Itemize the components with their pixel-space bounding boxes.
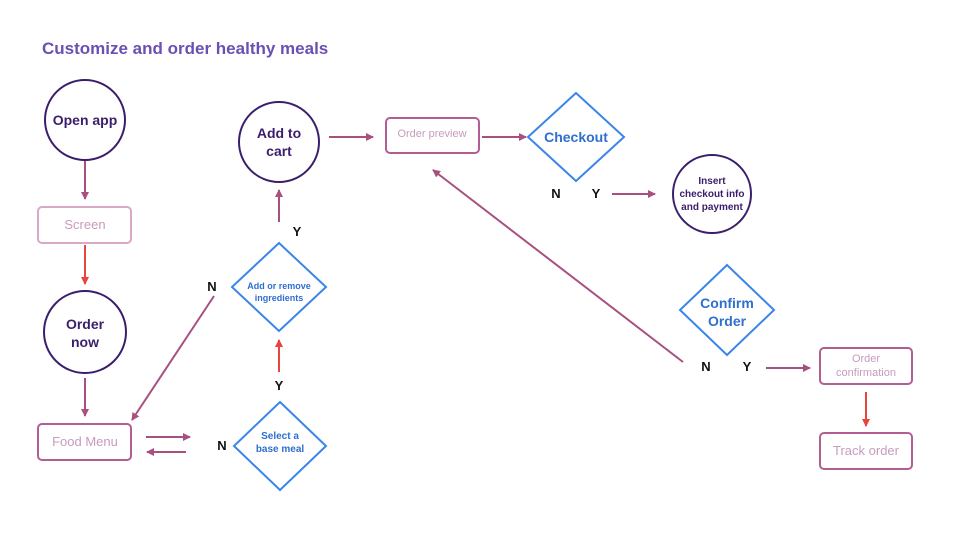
node-track-order: Track order xyxy=(819,432,913,470)
node-food-menu: Food Menu xyxy=(37,423,132,461)
node-confirm-order-line2: Order xyxy=(708,313,747,329)
node-add-to-cart-line1: Add to xyxy=(257,125,301,141)
node-order-preview-label: Order preview xyxy=(397,128,466,140)
node-insert-line3: and payment xyxy=(681,202,743,213)
label-y-confirm: Y xyxy=(743,359,752,374)
node-order-preview: Order preview xyxy=(385,117,480,154)
arrow-confirm-orderpreview xyxy=(432,169,684,363)
node-select-base-meal: Select a base meal xyxy=(232,400,328,492)
node-select-base-line2: base meal xyxy=(256,444,305,455)
node-screen: Screen xyxy=(37,206,132,244)
node-track-order-label: Track order xyxy=(833,443,900,458)
label-y-checkout: Y xyxy=(592,186,601,201)
node-confirm-order: Confirm Order xyxy=(678,263,776,357)
node-checkout-label: Checkout xyxy=(544,129,608,145)
node-checkout: Checkout xyxy=(526,91,626,183)
node-food-menu-label: Food Menu xyxy=(52,434,118,449)
node-order-confirmation-line1: Order xyxy=(852,353,880,365)
node-add-to-cart: Add to cart xyxy=(238,101,320,183)
node-order-confirmation-line2: confirmation xyxy=(836,367,896,379)
node-order-confirmation: Order confirmation xyxy=(819,347,913,385)
node-open-app-label: Open app xyxy=(53,112,118,128)
node-confirm-order-line1: Confirm xyxy=(700,295,754,311)
node-order-now-line1: Order xyxy=(66,316,105,332)
node-order-now-line2: now xyxy=(71,334,99,350)
label-n-checkout: N xyxy=(551,186,560,201)
node-add-remove-line2: ingredients xyxy=(255,293,304,303)
node-select-base-line1: Select a xyxy=(261,431,299,442)
label-y-add-remove: Y xyxy=(293,224,302,239)
node-insert-line1: Insert xyxy=(698,176,726,187)
diagram-title: Customize and order healthy meals xyxy=(42,39,329,58)
node-insert-checkout-info: Insert checkout info and payment xyxy=(672,154,752,234)
label-n-add-remove: N xyxy=(207,279,216,294)
arrow-addremove-foodmenu xyxy=(131,295,215,421)
node-insert-line2: checkout info xyxy=(679,189,744,200)
label-y-select-base: Y xyxy=(275,378,284,393)
label-n-confirm: N xyxy=(701,359,710,374)
node-order-now: Order now xyxy=(43,290,127,374)
node-add-to-cart-line2: cart xyxy=(266,143,292,159)
node-open-app: Open app xyxy=(44,79,126,161)
label-n-select-base: N xyxy=(217,438,226,453)
node-add-remove-ingredients: Add or remove ingredients xyxy=(230,241,328,333)
node-screen-label: Screen xyxy=(64,217,105,232)
node-add-remove-line1: Add or remove xyxy=(247,281,311,291)
